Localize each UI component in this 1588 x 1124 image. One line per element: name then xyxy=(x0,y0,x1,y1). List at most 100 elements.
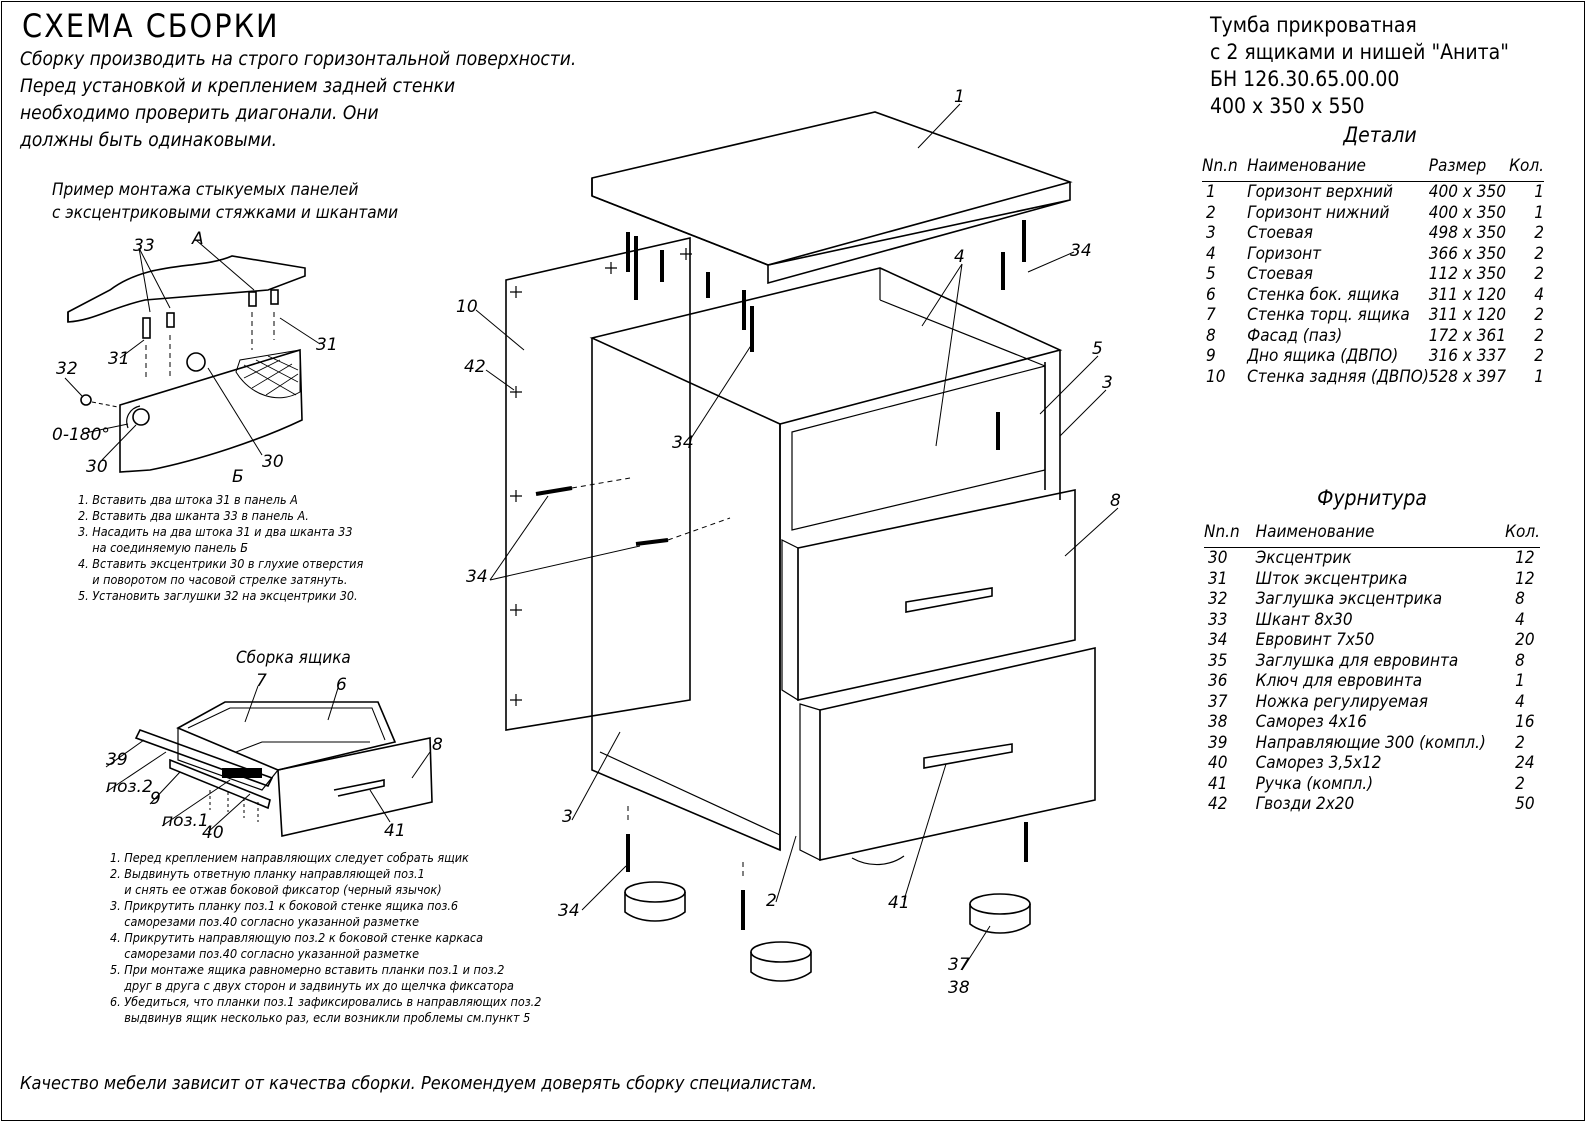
hw-num: 40 xyxy=(1208,753,1228,774)
hw-name: Заглушка для евровинта xyxy=(1255,650,1459,671)
hw-num: 42 xyxy=(1208,794,1228,815)
part-num: 10 xyxy=(1206,366,1226,387)
part-size: 172 х 361 xyxy=(1428,325,1506,346)
callout-2: 2 xyxy=(766,891,777,911)
part-qty: 1 xyxy=(1534,182,1544,203)
label-31b: 31 xyxy=(316,335,338,355)
carcass-top-edge xyxy=(589,267,1063,425)
foot-37a xyxy=(624,881,686,903)
slide-latch xyxy=(222,768,262,778)
part-size: 112 х 350 xyxy=(1428,264,1506,285)
part-name: Стенка бок. ящика xyxy=(1247,284,1400,305)
part-num: 5 xyxy=(1206,264,1216,285)
label-33: 33 xyxy=(133,236,155,256)
handle-upper xyxy=(905,587,993,613)
hw-name: Саморез 4х16 xyxy=(1255,712,1367,733)
slide-rail xyxy=(134,729,274,787)
hw-num: 37 xyxy=(1208,691,1228,712)
callout-42: 42 xyxy=(464,357,486,377)
part-qty: 1 xyxy=(1534,202,1544,223)
part-name: Стенка задняя (ДВПО) xyxy=(1247,366,1429,387)
part-qty: 2 xyxy=(1534,305,1544,326)
panel-b xyxy=(119,348,303,473)
hw-num: 33 xyxy=(1208,609,1228,630)
label-9: 9 xyxy=(150,789,161,809)
drawer-steps: 1. Перед креплением направляющих следует… xyxy=(110,850,542,1025)
part-size: 366 х 350 xyxy=(1428,243,1506,264)
part-num: 7 xyxy=(1206,305,1216,326)
callout-3-left: 3 xyxy=(562,807,573,827)
euroscrew-34 xyxy=(626,220,1026,450)
part-size: 311 х 120 xyxy=(1428,284,1506,305)
eccentric-joint-diagram: 33 А 31 31 32 0-180° 30 Б 30 xyxy=(52,229,338,487)
label-6: 6 xyxy=(336,675,347,695)
product-dimensions: 400 х 350 х 550 xyxy=(1210,94,1365,118)
foot-37b xyxy=(750,941,812,963)
label-angle: 0-180° xyxy=(52,425,110,445)
hw-qty: 4 xyxy=(1515,691,1525,712)
foot-37c xyxy=(969,893,1031,915)
part-qty: 1 xyxy=(1534,366,1544,387)
callout-34-bottom: 34 xyxy=(558,901,580,921)
cam-cover-32 xyxy=(80,394,92,406)
eccentric-example-subtitle: с эксцентриковыми стяжками и шкантами xyxy=(52,203,399,223)
col-qty: Кол. xyxy=(1509,156,1544,182)
col-name: Наименование xyxy=(1255,522,1506,548)
col-num: Nn.n xyxy=(1204,522,1256,548)
col-num: Nn.n xyxy=(1202,156,1248,182)
label-41-drawer: 41 xyxy=(384,821,406,841)
callout-34-back: 34 xyxy=(466,567,488,587)
hw-qty: 12 xyxy=(1515,568,1535,589)
hw-num: 38 xyxy=(1208,712,1228,733)
product-name-line2: с 2 ящиками и нишей "Анита" xyxy=(1210,40,1509,64)
callout-38: 38 xyxy=(948,978,970,998)
drawer-handle xyxy=(333,779,385,797)
hw-num: 36 xyxy=(1208,671,1228,692)
callout-34-mid: 34 xyxy=(672,433,694,453)
callout-41: 41 xyxy=(888,893,910,913)
hw-num: 30 xyxy=(1208,548,1228,569)
part-num: 3 xyxy=(1206,223,1216,244)
exploded-view: 1 4 34 10 42 5 3 34 8 34 3 34 2 41 37 38 xyxy=(456,87,1121,998)
drawer-assembly-diagram: 7 6 8 39 поз.2 9 поз.1 40 41 xyxy=(105,671,443,843)
hardware-table-header: Nn.n Наименование Кол. xyxy=(1204,522,1540,548)
label-40: 40 xyxy=(202,823,224,843)
label-32: 32 xyxy=(56,359,78,379)
page-title: СХЕМА СБОРКИ xyxy=(22,7,280,45)
part-size: 498 х 350 xyxy=(1428,223,1506,244)
part-name: Горизонт верхний xyxy=(1247,182,1393,203)
col-size: Размер xyxy=(1428,156,1510,182)
hw-name: Шток эксцентрика xyxy=(1255,568,1408,589)
label-30b: 30 xyxy=(262,452,284,472)
hw-qty: 8 xyxy=(1515,589,1525,610)
part-name: Стенка торц. ящика xyxy=(1247,305,1410,326)
label-b: Б xyxy=(232,467,244,487)
drawer-front-lower xyxy=(819,646,1096,861)
label-8-drawer: 8 xyxy=(432,735,443,755)
label-39: 39 xyxy=(106,750,128,770)
hardware-table: Nn.n Наименование Кол. 30 Эксцентрик 12 31 Ш… xyxy=(1204,522,1540,815)
hw-name: Эксцентрик xyxy=(1255,548,1352,569)
part-size: 400 х 350 xyxy=(1428,202,1506,223)
part-name: Горизонт xyxy=(1247,243,1321,264)
hw-num: 31 xyxy=(1208,568,1228,589)
label-31a: 31 xyxy=(108,349,130,369)
part-num: 4 xyxy=(1206,243,1216,264)
hw-qty: 4 xyxy=(1515,609,1525,630)
label-30a: 30 xyxy=(86,457,108,477)
